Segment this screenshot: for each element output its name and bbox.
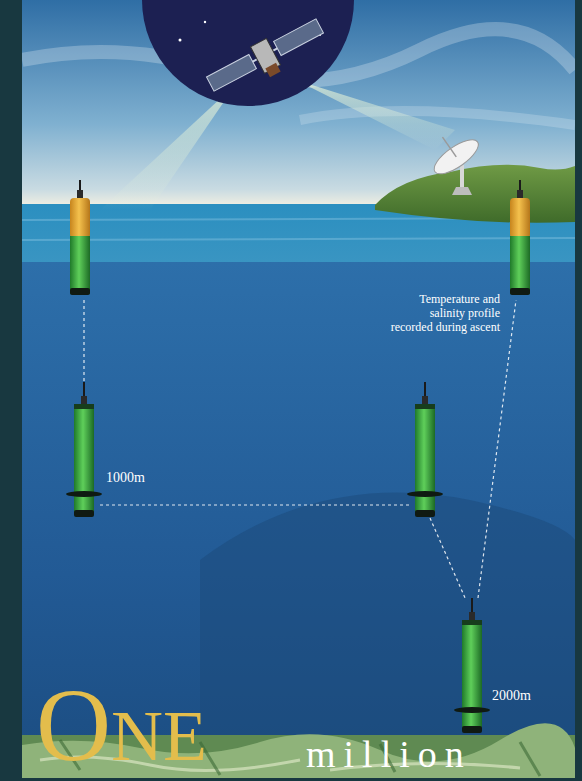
banner-word: million [306, 735, 472, 773]
banner-word: ONE [36, 673, 207, 777]
label-holder: ONE [36, 673, 207, 777]
label-holder: Temperature and salinity profile recorde… [390, 292, 500, 334]
depth-label: 1000m [106, 470, 145, 486]
annotation-note: Temperature and salinity profile recorde… [390, 292, 500, 334]
label-holder: 1000m [106, 470, 145, 486]
depth-label: 2000m [492, 688, 531, 704]
label-holder: million [306, 735, 472, 773]
label-holder: 2000m [492, 688, 531, 704]
